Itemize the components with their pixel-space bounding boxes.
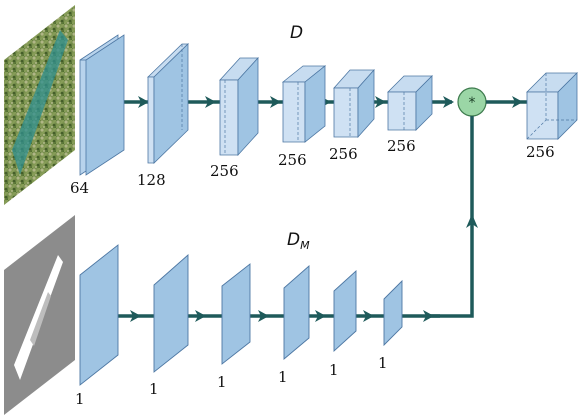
bottom-plane-6-label: 1: [378, 354, 388, 372]
top-block-2: [147, 43, 189, 164]
input-mask: [4, 215, 75, 415]
top-branch-title: D: [290, 23, 303, 43]
bottom-plane-1-label: 1: [75, 390, 85, 408]
top-block-6-label: 256: [387, 137, 416, 155]
top-block-4-label: 256: [278, 151, 307, 169]
bottom-plane-1: [79, 244, 119, 386]
bottom-to-merge-connector: [430, 116, 474, 318]
bottom-plane-2-label: 1: [149, 380, 159, 398]
bottom-plane-3: [221, 263, 251, 365]
bottom-plane-4: [283, 265, 310, 360]
top-block-3: [219, 56, 259, 157]
output-arrowhead: [512, 96, 523, 108]
top-block-6: [387, 75, 433, 131]
top-block-5: [333, 68, 375, 139]
merge-symbol: *: [469, 95, 476, 111]
bottom-plane-4-label: 1: [278, 368, 288, 386]
bottom-plane-3-label: 1: [217, 373, 227, 391]
top-block-4: [281, 65, 327, 143]
bottom-branch-title-subscript: M: [300, 239, 310, 252]
bottom-branch-title: DM: [287, 230, 310, 252]
bottom-branch-title-main: D: [287, 230, 300, 250]
top-block-3-label: 256: [210, 162, 239, 180]
bottom-branch-arrowheads: [130, 214, 478, 322]
top-block-1: [79, 34, 125, 176]
output-block-label: 256: [526, 143, 555, 161]
top-block-1-label: 64: [70, 179, 89, 197]
input-image: [4, 5, 75, 205]
output-block: [526, 72, 578, 140]
top-block-2-label: 128: [137, 171, 166, 189]
merge-node: *: [457, 87, 487, 117]
bottom-plane-6: [383, 279, 403, 347]
bottom-plane-2: [153, 254, 189, 373]
bottom-plane-5: [333, 269, 357, 353]
bottom-plane-5-label: 1: [329, 361, 339, 379]
top-block-5-label: 256: [329, 145, 358, 163]
